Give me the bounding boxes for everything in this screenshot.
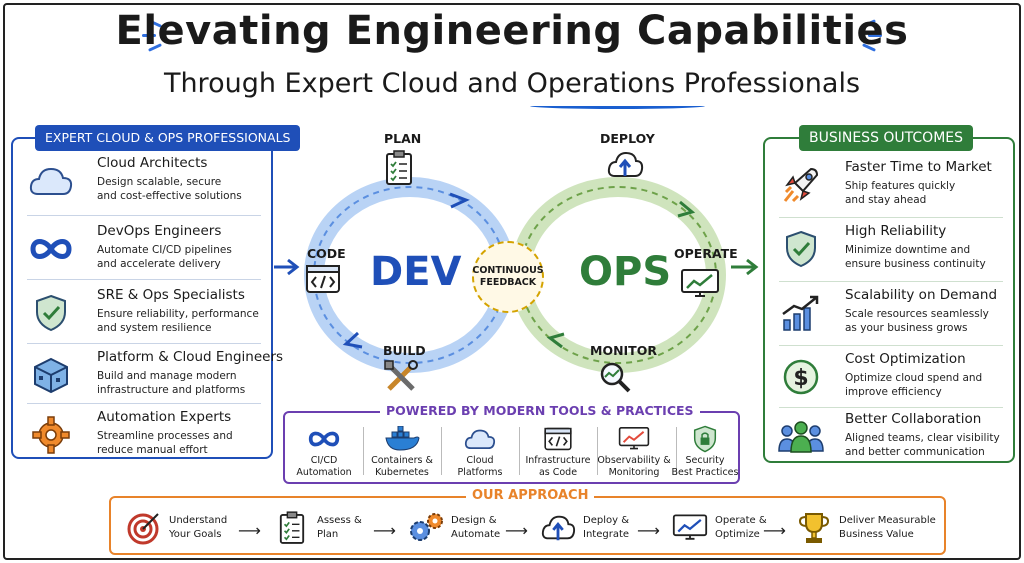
lock-shield-icon <box>669 425 741 453</box>
rocket-icon <box>777 165 825 205</box>
page-frame <box>3 3 1021 560</box>
list-item: Platform & Cloud Engineers Build and man… <box>27 347 283 403</box>
stage-monitor-label: MONITOR <box>590 343 657 358</box>
stage-deploy-label: DEPLOY <box>600 131 655 146</box>
infinity-icon <box>287 426 361 452</box>
professionals-heading: EXPERT CLOUD & OPS PROFESSIONALS <box>35 125 301 151</box>
separator <box>597 427 598 475</box>
tool-item: Containers &Kubernetes <box>365 426 439 479</box>
list-item: Cloud Architects Design scalable, secure… <box>27 153 259 209</box>
stage-code-label: CODE <box>307 246 346 261</box>
arrow-right-icon: ⟶ <box>637 521 660 540</box>
cube-icon <box>27 355 75 395</box>
ops-label: OPS <box>579 249 672 295</box>
separator <box>676 427 677 475</box>
cloud-icon <box>27 161 75 201</box>
stage-operate-label: OPERATE <box>674 246 738 261</box>
spark-decoration <box>868 34 882 37</box>
dev-flow-arrow <box>342 331 363 349</box>
arrow-right-icon <box>731 258 759 276</box>
checklist-icon <box>386 150 412 185</box>
divider <box>779 281 1003 282</box>
separator <box>363 427 364 475</box>
approach-heading: OUR APPROACH <box>466 488 595 503</box>
arrow-right-icon: ⟶ <box>763 521 786 540</box>
arrow-right-icon <box>274 258 300 276</box>
divider <box>779 407 1003 408</box>
shield-check-icon <box>777 229 825 269</box>
page-subtitle: Through Expert Cloud and Operations Prof… <box>163 68 861 99</box>
container-whale-icon <box>365 426 439 452</box>
tool-item: Observability &Monitoring <box>591 426 677 479</box>
monitor-chart-icon <box>591 426 677 452</box>
cloud-upload-icon <box>539 508 577 548</box>
infinity-icon <box>27 229 75 269</box>
code-icon <box>521 426 595 452</box>
dollar-icon: $ <box>777 357 825 397</box>
divider <box>779 217 1003 218</box>
subtitle-underline <box>530 103 705 109</box>
arrow-right-icon: ⟶ <box>238 521 261 540</box>
cloud-icon <box>443 426 517 452</box>
ops-flow-arrow <box>546 332 565 349</box>
monitor-chart-icon <box>671 508 709 548</box>
cloud-upload-icon <box>607 151 644 177</box>
outcomes-panel: BUSINESS OUTCOMES Faster Time to Market … <box>763 125 1015 465</box>
tools-panel: POWERED BY MODERN TOOLS & PRACTICES CI/C… <box>283 403 741 484</box>
gears-icon <box>407 508 445 548</box>
gear-icon <box>27 415 75 455</box>
professionals-panel: EXPERT CLOUD & OPS PROFESSIONALS Cloud A… <box>11 125 301 459</box>
divider <box>27 279 261 280</box>
list-item: Faster Time to Market Ship features quic… <box>777 157 1003 213</box>
svg-text:$: $ <box>793 366 808 391</box>
page-title: Elevating Engineering Capabilities <box>115 8 909 54</box>
arrow-right-icon: ⟶ <box>373 521 396 540</box>
tools-heading: POWERED BY MODERN TOOLS & PRACTICES <box>380 403 700 418</box>
outcomes-heading: BUSINESS OUTCOMES <box>799 125 974 151</box>
growth-chart-icon <box>777 293 825 333</box>
ops-flow-arrow <box>677 200 696 218</box>
tools-icon <box>384 360 418 391</box>
spark-decoration <box>142 34 156 37</box>
divider <box>27 215 261 216</box>
continuous-feedback-badge: CONTINUOUS FEEDBACK <box>472 241 544 313</box>
list-item: Automation Experts Streamline processes … <box>27 407 259 463</box>
code-icon <box>306 265 340 293</box>
divider <box>779 345 1003 346</box>
divider <box>27 343 261 344</box>
trophy-icon <box>795 508 833 548</box>
team-icon <box>777 417 825 457</box>
separator <box>519 427 520 475</box>
list-item: Scalability on Demand Scale resources se… <box>777 285 1003 341</box>
separator <box>441 427 442 475</box>
monitor-chart-icon <box>681 269 719 297</box>
magnifier-icon <box>600 362 631 393</box>
dev-flow-arrow <box>449 192 470 209</box>
shield-check-icon <box>27 293 75 333</box>
target-icon <box>125 508 163 548</box>
list-item: $ Cost Optimization Optimize cloud spend… <box>777 349 1003 405</box>
list-item: DevOps Engineers Automate CI/CD pipeline… <box>27 221 259 277</box>
list-item: Better Collaboration Aligned teams, clea… <box>777 409 1003 465</box>
divider <box>27 403 261 404</box>
dev-label: DEV <box>370 249 462 295</box>
list-item: SRE & Ops Specialists Ensure reliability… <box>27 285 259 341</box>
checklist-icon <box>273 508 311 548</box>
stage-plan-label: PLAN <box>384 131 422 146</box>
arrow-right-icon: ⟶ <box>505 521 528 540</box>
stage-build-label: BUILD <box>383 343 426 358</box>
